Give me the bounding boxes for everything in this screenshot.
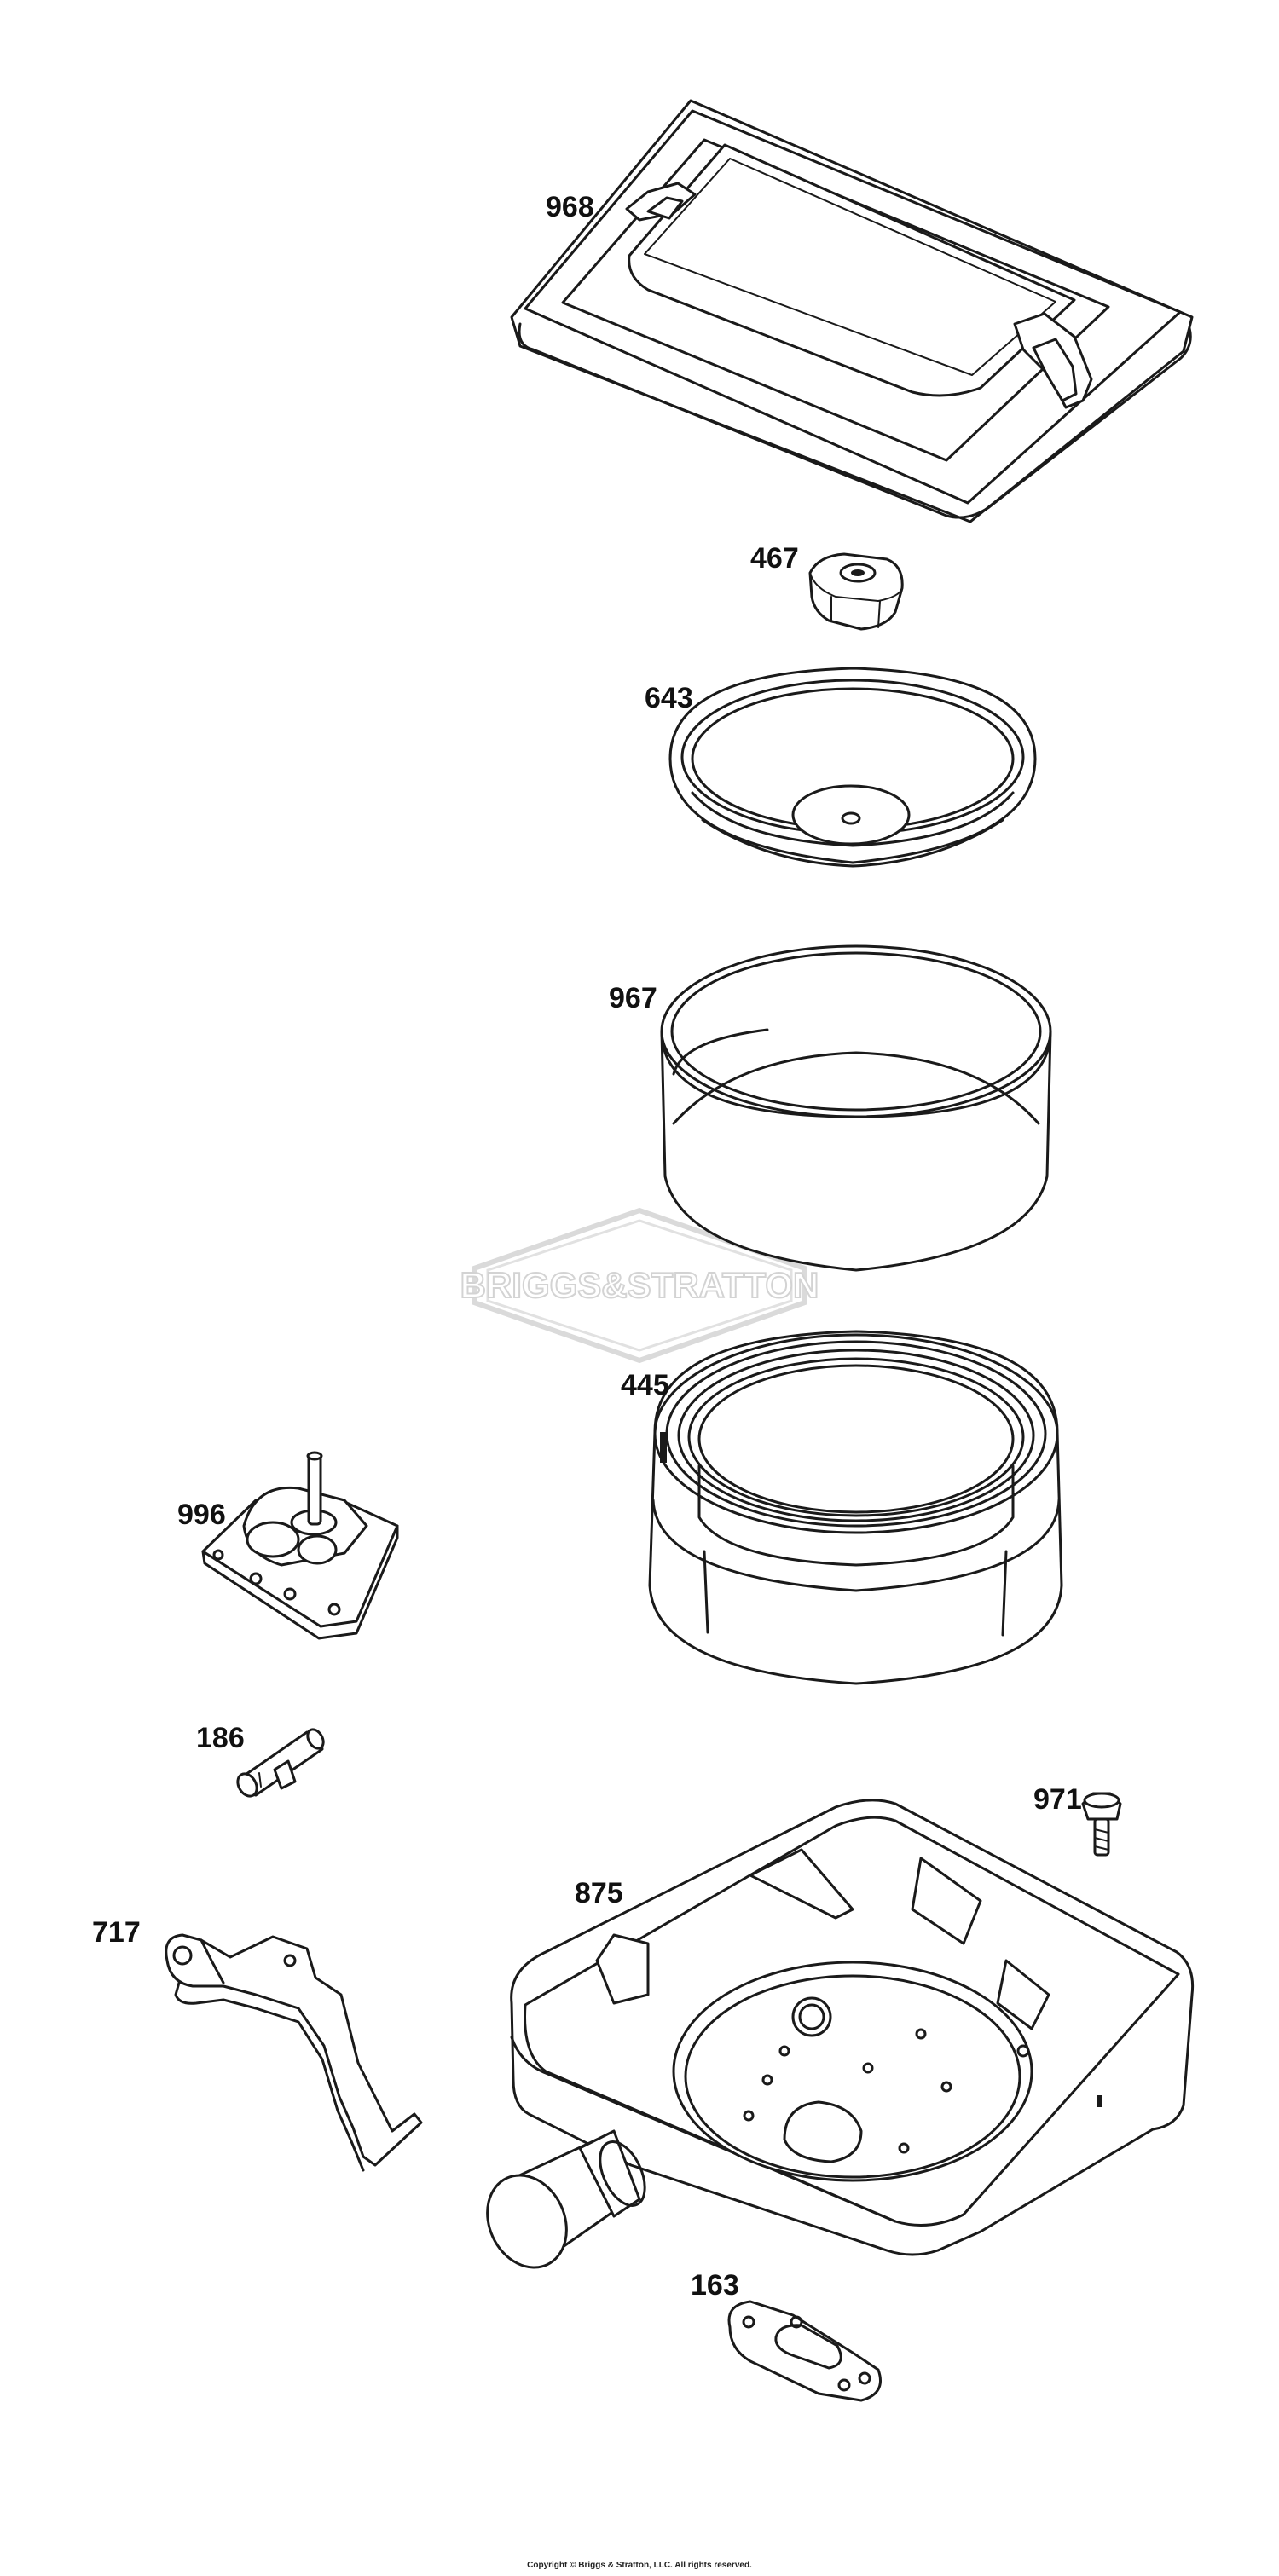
part-967-foam-pre-cleaner: [660, 944, 1052, 1272]
callout-643: 643: [645, 682, 693, 714]
callout-186: 186: [196, 1722, 245, 1754]
part-445-air-filter-cartridge: [648, 1330, 1063, 1685]
callout-875: 875: [575, 1877, 623, 1909]
callout-717: 717: [92, 1916, 141, 1949]
brand-watermark: BRIGGS&STRATTON: [460, 1207, 819, 1364]
callout-971: 971: [1033, 1783, 1082, 1816]
part-996-breather-assembly: [201, 1451, 399, 1640]
part-186-breather-tube: [236, 1728, 325, 1798]
part-163-gasket: [727, 2300, 882, 2402]
callout-967: 967: [609, 982, 657, 1014]
part-643-pre-cleaner-cup: [668, 667, 1037, 868]
callout-163: 163: [691, 2269, 739, 2302]
part-971-screw: [1081, 1792, 1122, 1857]
part-968-air-cleaner-cover: [510, 99, 1194, 523]
part-467-knob: [808, 552, 904, 631]
callout-445: 445: [621, 1369, 669, 1401]
part-717-bracket: [165, 1933, 423, 2172]
callout-996: 996: [177, 1499, 226, 1531]
watermark-text: BRIGGS&STRATTON: [460, 1265, 819, 1305]
callout-968: 968: [546, 191, 594, 223]
callout-467: 467: [750, 542, 799, 575]
part-875-air-cleaner-base: [486, 1799, 1195, 2269]
copyright-notice: Copyright © Briggs & Stratton, LLC. All …: [527, 2561, 752, 2570]
